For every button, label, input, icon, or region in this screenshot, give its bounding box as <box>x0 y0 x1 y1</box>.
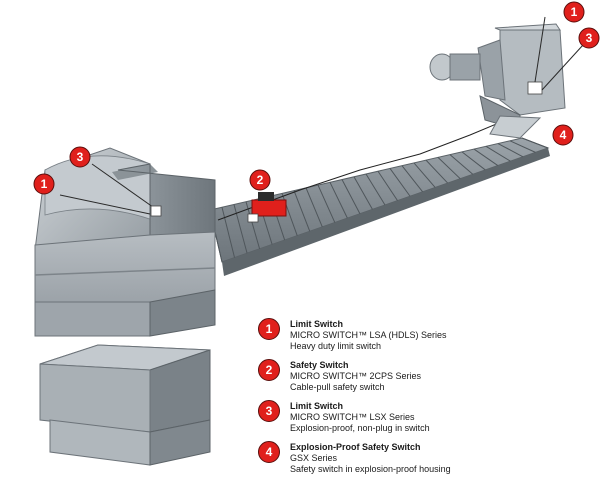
conveyor-slat <box>341 179 361 215</box>
conveyor-slat <box>461 151 486 171</box>
conveyor-slat <box>233 204 248 254</box>
legend-series: MICRO SWITCH™ LSX Series <box>290 412 415 422</box>
conveyor-slat <box>329 182 348 219</box>
legend-series: MICRO SWITCH™ LSA (HDLS) Series <box>290 330 447 340</box>
svg-text:3: 3 <box>586 31 593 45</box>
conveyor-belt <box>209 111 550 276</box>
svg-text:2: 2 <box>257 173 264 187</box>
lower-hopper <box>39 344 211 466</box>
conveyor-slat <box>509 140 536 153</box>
conveyor-slat <box>425 159 449 184</box>
conveyor-slat <box>377 170 398 201</box>
legend-series: GSX Series <box>290 453 338 463</box>
legend-item-4: 4 Explosion-Proof Safety Switch GSX Seri… <box>258 441 588 482</box>
svg-text:3: 3 <box>77 150 84 164</box>
legend-description: Heavy duty limit switch <box>290 341 382 351</box>
cable-pull-switch-icon <box>247 192 287 223</box>
legend-description: Cable-pull safety switch <box>290 382 385 392</box>
conveyor-slat <box>245 201 261 249</box>
legend-badge: 3 <box>258 400 280 422</box>
legend-badge: 2 <box>258 359 280 381</box>
conveyor-slat <box>497 143 524 158</box>
safety-cable <box>217 111 526 221</box>
legend-title: Explosion-Proof Safety Switch <box>290 442 421 452</box>
conveyor-slat <box>305 187 323 228</box>
conveyor-slat <box>521 137 549 149</box>
leader-line <box>534 16 546 83</box>
conveyor-slat <box>293 190 311 232</box>
leader-line <box>541 44 584 91</box>
leader-line <box>91 163 161 213</box>
svg-text:1: 1 <box>571 5 578 19</box>
diagram-callouts: 3 1 2 1 3 4 <box>33 1 600 195</box>
conveyor-slat <box>413 162 436 188</box>
conveyor-slat <box>365 173 386 206</box>
legend-item-1: 1 Limit Switch MICRO SWITCH™ LSA (HDLS) … <box>258 318 588 359</box>
switch-legend: 1 Limit Switch MICRO SWITCH™ LSA (HDLS) … <box>258 318 588 482</box>
limit-switch-icon <box>527 81 543 95</box>
conveyor-slat <box>401 165 424 193</box>
legend-title: Limit Switch <box>290 401 344 411</box>
discharge-hood <box>34 147 216 337</box>
svg-text:1: 1 <box>41 177 48 191</box>
leader-line <box>59 194 151 215</box>
callout-badge-2: 2 <box>249 169 271 191</box>
conveyor-slat <box>449 154 474 175</box>
conveyor-slat <box>389 168 411 197</box>
legend-badge: 1 <box>258 318 280 340</box>
svg-text:4: 4 <box>560 128 567 142</box>
legend-item-2: 2 Safety Switch MICRO SWITCH™ 2CPS Serie… <box>258 359 588 400</box>
legend-description: Explosion-proof, non-plug in switch <box>290 423 430 433</box>
legend-title: Limit Switch <box>290 319 344 329</box>
callout-badge-1-left: 1 <box>33 173 55 195</box>
conveyor-slat <box>353 176 373 210</box>
callout-badge-1-right: 1 <box>563 1 585 23</box>
callout-badge-3-left: 3 <box>69 146 91 168</box>
conveyor-slat <box>317 184 336 223</box>
legend-title: Safety Switch <box>290 360 349 370</box>
legend-series: MICRO SWITCH™ 2CPS Series <box>290 371 422 381</box>
conveyor-slat <box>437 157 461 180</box>
feed-hopper <box>429 16 584 139</box>
legend-description: Safety switch in explosion-proof housing <box>290 464 451 474</box>
legend-item-3: 3 Limit Switch MICRO SWITCH™ LSX Series … <box>258 400 588 441</box>
conveyor-slat <box>221 207 236 258</box>
legend-badge: 4 <box>258 441 280 463</box>
conveyor-slat <box>473 148 499 166</box>
callout-badge-3-right: 3 <box>578 27 600 49</box>
callout-badge-4: 4 <box>552 124 574 146</box>
limit-switch-icon <box>150 205 162 217</box>
conveyor-slat <box>485 145 511 162</box>
